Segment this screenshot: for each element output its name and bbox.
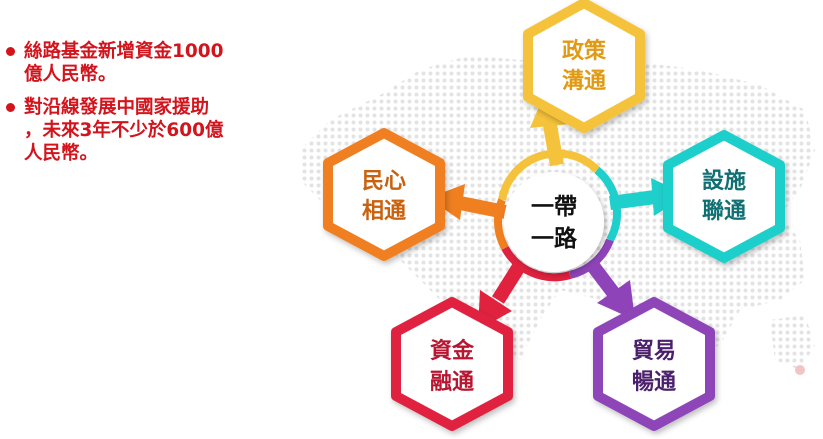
node-facility-line1: 設施 (702, 168, 746, 194)
bullet-list: 絲路基金新增資金1000 億人民幣。 對沿線發展中國家援助 ，未來3年不少於60… (4, 40, 294, 175)
node-trade: 貿易 暢通 (593, 297, 715, 431)
node-people-line1: 民心 (362, 169, 406, 194)
center-label-line2: 一路 (531, 225, 578, 252)
bullet-dot-icon (6, 47, 15, 56)
bullet-item-aid: 對沿線發展中國家援助 ，未來3年不少於600億 人民幣。 (4, 96, 294, 165)
node-trade-line2: 暢通 (632, 369, 676, 395)
node-people-line2: 相通 (362, 199, 406, 224)
bullet-item-silk-road-fund: 絲路基金新增資金1000 億人民幣。 (4, 40, 294, 86)
bullet-text: 絲路基金新增資金1000 億人民幣。 (24, 41, 224, 85)
center-hub: 一帶 一路 (494, 149, 621, 282)
node-facility: 設施 聯通 (663, 130, 785, 263)
bullet-dot-icon (6, 103, 15, 112)
node-trade-line1: 貿易 (632, 339, 676, 364)
bullet-text: 對沿線發展中國家援助 ，未來3年不少於600億 人民幣。 (24, 97, 224, 164)
node-policy-line1: 政策 (562, 38, 607, 64)
node-finance-line2: 融通 (430, 370, 474, 395)
node-policy: 政策 溝通 (523, 0, 645, 133)
center-label-line1: 一帶 (531, 194, 577, 220)
node-facility-line2: 聯通 (702, 199, 746, 224)
node-finance-line1: 資金 (430, 338, 475, 364)
node-people: 民心 相通 (323, 128, 445, 261)
node-policy-line2: 溝通 (562, 68, 606, 94)
node-finance: 資金 融通 (391, 297, 513, 431)
